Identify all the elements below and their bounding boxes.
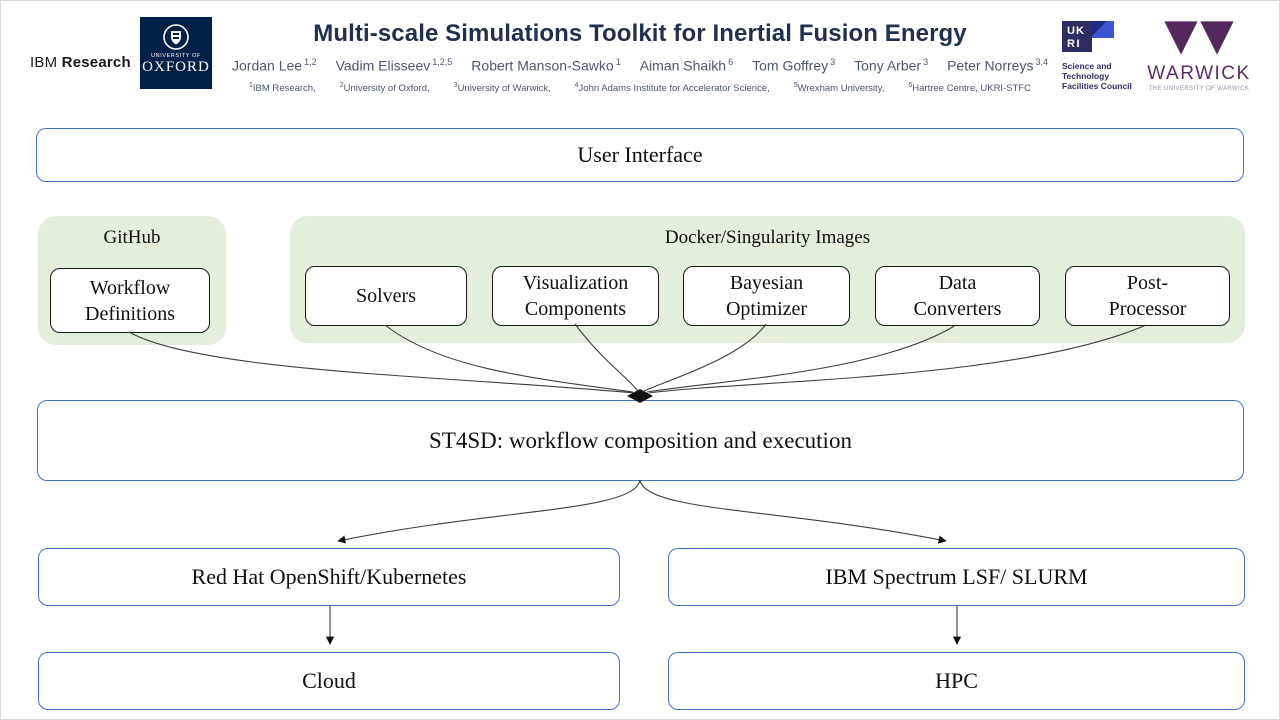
affiliation: 1IBM Research, [248,81,316,94]
ibm-logo-text: IBM [30,54,58,71]
svg-text:RI: RI [1067,38,1081,50]
oxford-crest-icon [163,24,189,50]
fork-arrows [337,479,947,544]
title-block: Multi-scale Simulations Toolkit for Iner… [200,20,1080,94]
affiliation: 3University of Warwick, [453,81,551,94]
cloud-label: Cloud [302,668,356,693]
affiliation: 4John Adams Institute for Accelerator Sc… [574,81,770,94]
vertical-arrows [325,605,962,645]
warwick-caption: THE UNIVERSITY OF WARWICK [1148,86,1250,92]
st4sd-label: ST4SD: workflow composition and executio… [429,427,852,453]
ukri-emblem-icon: UK RI [1062,21,1114,52]
svg-text:UK: UK [1067,25,1085,37]
affiliation: 6Hartree Centre, UKRI-STFC [908,81,1032,94]
user-interface-box: User Interface [36,128,1244,182]
cloud-box: Cloud [38,652,620,710]
openshift-label: Red Hat OpenShift/Kubernetes [191,564,467,589]
stfc-caption: Science and Technology Facilities Counci… [1062,61,1132,92]
hpc-label: HPC [935,668,978,693]
oxford-logo-line2: OXFORD [142,59,210,75]
docker-panel-label: Docker/Singularity Images [664,227,871,248]
data-converters-box: Data Converters [875,266,1040,326]
visualization-components-box: Visualization Components [492,266,659,326]
warwick-w-icon [1164,21,1234,55]
bayesian-optimizer-box: Bayesian Optimizer [683,266,850,326]
warwick-wordmark: WARWICK [1147,63,1251,84]
github-panel-label: GitHub [103,227,161,248]
user-interface-label: User Interface [577,142,703,167]
solvers-box: Solvers [305,266,467,326]
lsf-label: IBM Spectrum LSF/ SLURM [825,564,1088,589]
page-title: Multi-scale Simulations Toolkit for Iner… [313,20,967,47]
oxford-logo: UNIVERSITY OF OXFORD [140,17,212,89]
st4sd-box: ST4SD: workflow composition and executio… [37,400,1244,481]
openshift-kubernetes-box: Red Hat OpenShift/Kubernetes [38,548,620,606]
oxford-logo-line1: UNIVERSITY OF [151,53,201,59]
post-processor-box: Post- Processor [1065,266,1230,326]
workflow-definitions-box: Workflow Definitions [50,268,210,333]
hpc-box: HPC [668,652,1245,710]
spectrum-lsf-slurm-box: IBM Spectrum LSF/ SLURM [668,548,1245,606]
affiliations-line: 1IBM Research, 2University of Oxford, 3U… [200,82,1080,94]
ukri-stfc-logo: UK RI Science and Technology Facilities … [1062,21,1140,91]
warwick-logo: WARWICK THE UNIVERSITY OF WARWICK [1143,20,1255,92]
affiliation: 2University of Oxford, [339,81,430,94]
ibm-research-logo: IBM Research [30,54,131,71]
ibm-logo-text-bold: Research [61,54,131,71]
affiliation: 5Wrexham University, [793,81,885,94]
